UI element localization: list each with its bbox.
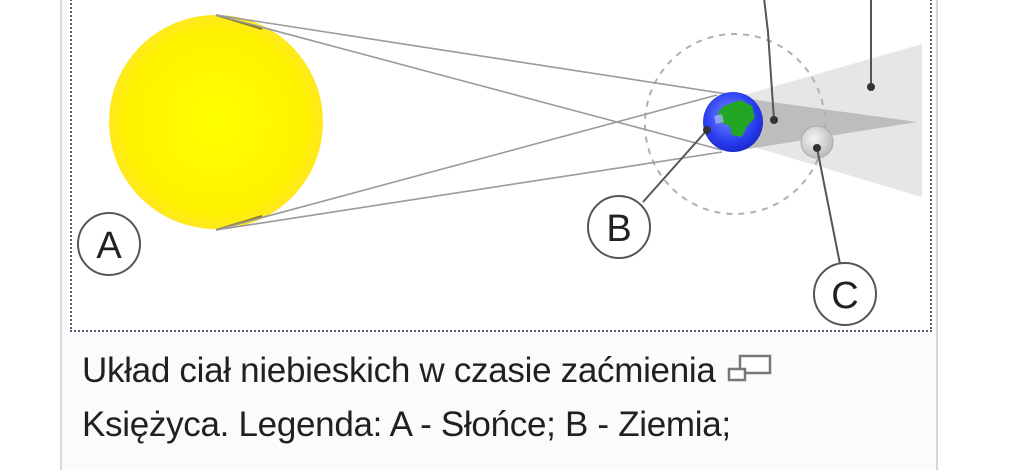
caption-text-1: Układ ciał niebieskich w czasie zaćmieni… bbox=[82, 351, 716, 390]
magnify-clip-icon[interactable] bbox=[726, 346, 774, 382]
penumbra-pointer bbox=[867, 0, 875, 91]
label-c: C bbox=[813, 144, 877, 326]
eclipse-diagram-image[interactable]: A B C bbox=[70, 0, 932, 332]
earth-icon bbox=[703, 92, 763, 152]
umbra-shadow bbox=[742, 98, 917, 150]
svg-text:C: C bbox=[831, 275, 858, 317]
sun-icon bbox=[109, 14, 323, 231]
moon-icon bbox=[800, 125, 834, 159]
umbra-pointer bbox=[763, 0, 778, 124]
svg-text:A: A bbox=[96, 225, 122, 267]
caption-line-2: Księżyca. Legenda: A - Słońce; B - Ziemi… bbox=[82, 405, 731, 444]
svg-text:B: B bbox=[606, 208, 631, 250]
moon-orbit bbox=[644, 33, 826, 215]
label-a: A bbox=[77, 212, 141, 276]
caption-line-1: Układ ciał niebieskich w czasie zaćmieni… bbox=[82, 344, 932, 398]
image-caption: Układ ciał niebieskich w czasie zaćmieni… bbox=[82, 344, 932, 452]
tangent-rays bbox=[215, 14, 728, 231]
label-b: B bbox=[587, 126, 711, 259]
